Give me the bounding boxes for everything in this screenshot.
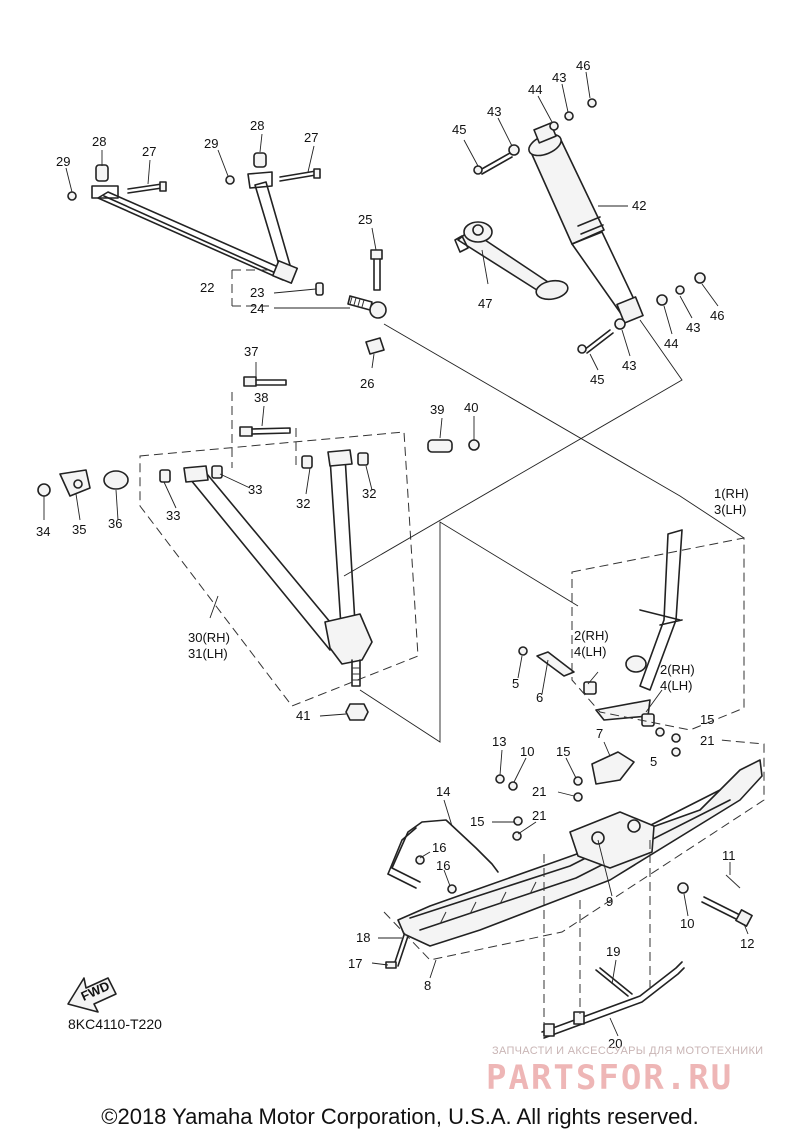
callout-label: 27 [142, 144, 156, 159]
callout-label: 27 [304, 130, 318, 145]
callout-label: 10 [520, 744, 534, 759]
callout-label: 4(LH) [574, 644, 607, 659]
callout-label: 15 [470, 814, 484, 829]
callout-label: 3(LH) [714, 502, 747, 517]
callout-label: 22 [200, 280, 214, 295]
callout-label: 2(RH) [660, 662, 695, 677]
callout-label: 15 [700, 712, 714, 727]
copyright-notice: ©2018 Yamaha Motor Corporation, U.S.A. A… [101, 1104, 699, 1129]
callout-label: 17 [348, 956, 362, 971]
assembly-lines [343, 319, 745, 743]
callout-label: 37 [244, 344, 258, 359]
callout-label: 40 [464, 400, 478, 415]
lower-arm-assembly [37, 376, 480, 721]
callout-label: 47 [478, 296, 492, 311]
callout-label: 32 [362, 486, 376, 501]
callout-label: 46 [576, 58, 590, 73]
upper-arm-assembly [67, 152, 387, 355]
callout-label: 10 [680, 916, 694, 931]
callout-label: 6 [536, 690, 543, 705]
callout-label: 7 [596, 726, 603, 741]
callout-label: 18 [356, 930, 370, 945]
shock-absorber [473, 98, 706, 354]
callout-label: 20 [608, 1036, 622, 1051]
callout-label: 41 [296, 708, 310, 723]
callout-label: 11 [722, 848, 736, 863]
callout-label: 8 [424, 978, 431, 993]
callout-label: 36 [108, 516, 122, 531]
callout-label: 28 [250, 118, 264, 133]
fwd-arrow-icon: FWD [67, 977, 117, 1013]
callout-label: 34 [36, 524, 50, 539]
callout-label: 43 [686, 320, 700, 335]
callout-label: 43 [552, 70, 566, 85]
callout-label: 44 [528, 82, 542, 97]
callout-label: 1(RH) [714, 486, 749, 501]
callout-label: 28 [92, 134, 106, 149]
callout-labels: 29 28 27 29 28 27 25 22 23 24 26 45 43 4… [36, 58, 754, 1051]
ski-assembly [385, 733, 763, 1039]
watermark-logo: PARTSFOR.RU [486, 1058, 734, 1098]
steering-arm-47 [454, 221, 569, 301]
callout-label: 4(LH) [660, 678, 693, 693]
spindle-assembly [518, 529, 683, 737]
callout-label: 14 [436, 784, 450, 799]
callout-label: 45 [452, 122, 466, 137]
leader-lines [43, 71, 749, 1037]
callout-label: 24 [250, 301, 264, 316]
callout-label: 19 [606, 944, 620, 959]
callout-label: 16 [432, 840, 446, 855]
callout-label: 26 [360, 376, 374, 391]
callout-label: 45 [590, 372, 604, 387]
callout-label: 43 [487, 104, 501, 119]
callout-label: 5 [512, 676, 519, 691]
callout-label: 44 [664, 336, 678, 351]
callout-label: 15 [556, 744, 570, 759]
callout-label: 38 [254, 390, 268, 405]
callout-label: 29 [204, 136, 218, 151]
callout-label: 16 [436, 858, 450, 873]
callout-label: 46 [710, 308, 724, 323]
callout-label: 12 [740, 936, 754, 951]
callout-label: 21 [532, 808, 546, 823]
callout-label: 29 [56, 154, 70, 169]
watermark-caption: ЗАПЧАСТИ И АКСЕССУАРЫ ДЛЯ МОТОТЕХНИКИ [492, 1045, 764, 1057]
callout-label: 25 [358, 212, 372, 227]
callout-label: 21 [532, 784, 546, 799]
callout-label: 23 [250, 285, 264, 300]
reference-code: 8KC4110-T220 [68, 1016, 162, 1032]
callout-label: 35 [72, 522, 86, 537]
callout-label: 13 [492, 734, 506, 749]
callout-label: 30(RH) [188, 630, 230, 645]
callout-label: 21 [700, 733, 714, 748]
callout-label: 5 [650, 754, 657, 769]
callout-label: 42 [632, 198, 646, 213]
callout-label: 39 [430, 402, 444, 417]
callout-label: 33 [248, 482, 262, 497]
callout-label: 2(RH) [574, 628, 609, 643]
callout-label: 9 [606, 894, 613, 909]
group-outlines [139, 269, 765, 1030]
callout-label: 31(LH) [188, 646, 228, 661]
callout-label: 33 [166, 508, 180, 523]
callout-label: 32 [296, 496, 310, 511]
callout-label: 43 [622, 358, 636, 373]
